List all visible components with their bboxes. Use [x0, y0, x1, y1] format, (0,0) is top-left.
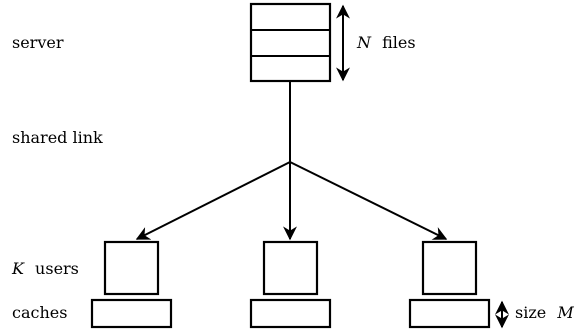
size-variable: M	[556, 303, 574, 322]
cache-size-label: size M	[515, 303, 574, 322]
users-variable: K	[11, 259, 25, 278]
server-stack	[249, 2, 332, 83]
server-label: server	[12, 33, 64, 52]
link-arrow-user-1	[135, 161, 291, 240]
user-box	[421, 240, 478, 296]
user-box	[262, 240, 319, 296]
link-arrow-user-3	[289, 161, 448, 240]
files-variable: N	[356, 33, 372, 52]
cache-box	[249, 298, 332, 329]
size-text: size	[515, 303, 546, 322]
cache-box	[408, 298, 491, 329]
cache-box	[90, 298, 173, 329]
caches-label: caches	[12, 303, 67, 322]
files-text: files	[382, 33, 415, 52]
server-box	[249, 2, 332, 83]
users-text: users	[35, 259, 79, 278]
users-label: K users	[11, 259, 79, 278]
shared-link-label: shared link	[12, 128, 103, 147]
user-box	[103, 240, 160, 296]
files-label: N files	[356, 33, 416, 52]
